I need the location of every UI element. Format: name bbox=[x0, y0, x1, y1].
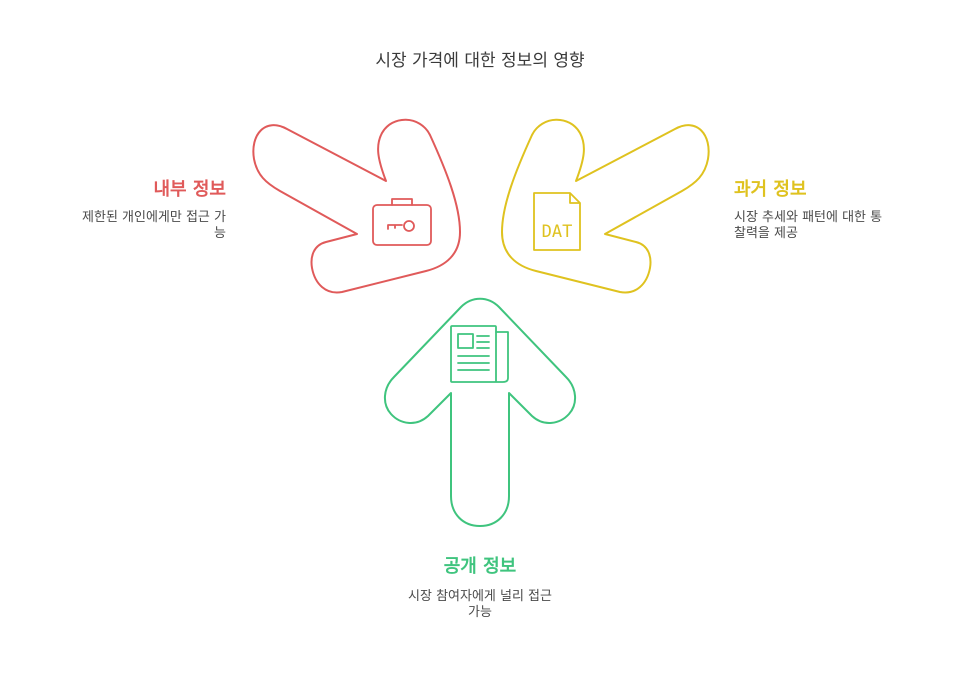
public-arrow bbox=[384, 297, 576, 527]
dat-file-label: DAT bbox=[542, 222, 573, 242]
dat-file-icon bbox=[533, 192, 581, 251]
historical-description: 시장 추세와 패턴에 대한 통 찰력을 제공 bbox=[734, 210, 934, 242]
diagram-title: 시장 가격에 대한 정보의 영향 bbox=[375, 51, 585, 71]
internal-desc-line1: 제한된 개인에게만 접근 가 bbox=[82, 210, 226, 225]
briefcase-key-icon bbox=[372, 198, 432, 246]
historical-heading: 과거 정보 bbox=[734, 179, 807, 200]
internal-heading: 내부 정보 bbox=[153, 179, 226, 200]
historical-arrow bbox=[501, 118, 710, 294]
public-desc-line2: 가능 bbox=[468, 605, 492, 620]
public-description: 시장 참여자에게 널리 접근 가능 bbox=[360, 589, 600, 621]
historical-desc-line2: 찰력을 제공 bbox=[734, 226, 798, 241]
internal-description: 제한된 개인에게만 접근 가 능 bbox=[40, 210, 226, 242]
internal-desc-line2: 능 bbox=[214, 226, 226, 241]
public-heading: 공개 정보 bbox=[443, 556, 517, 577]
newspaper-icon bbox=[450, 325, 509, 383]
public-desc-line1: 시장 참여자에게 널리 접근 bbox=[408, 589, 552, 604]
internal-arrow bbox=[252, 118, 461, 294]
historical-desc-line1: 시장 추세와 패턴에 대한 통 bbox=[734, 210, 883, 225]
